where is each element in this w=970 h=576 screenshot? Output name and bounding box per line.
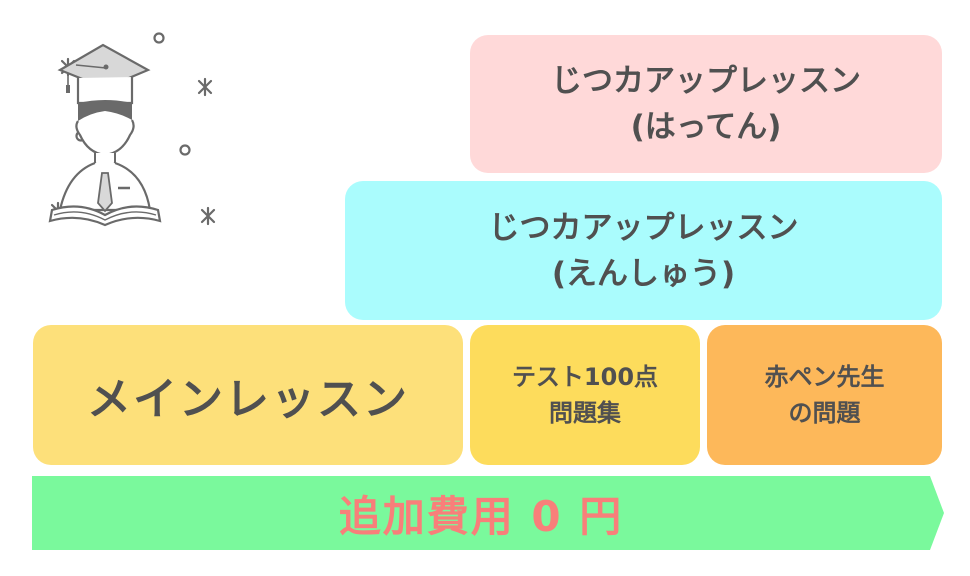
- hatten-title: じつカアップレッスン: [551, 63, 861, 99]
- jitsuryoku-up-lesson-enshu: じつカアップレッスン (えんしゅう): [345, 181, 942, 320]
- main-lesson-label: メインレッスン: [87, 374, 409, 425]
- arrow-banner-shape: [32, 476, 944, 550]
- main-lesson-box: メインレッスン: [33, 325, 463, 465]
- additional-cost-label: 追加費用 0 円: [338, 491, 624, 541]
- hatten-subtitle: (はってん): [630, 109, 782, 145]
- test-workbook-line2: 問題集: [549, 399, 621, 427]
- additional-cost-banner: 追加費用 0 円: [32, 476, 944, 550]
- akapen-line1: 赤ペン先生: [764, 363, 885, 391]
- enshu-subtitle: (えんしゅう): [551, 255, 736, 292]
- test-workbook-line1: テスト100点: [511, 363, 659, 391]
- akapen-line2: の問題: [788, 399, 861, 427]
- graduate-reading-book-icon: [48, 32, 216, 227]
- test-100-workbook-box: テスト100点 問題集: [470, 325, 700, 465]
- akapen-sensei-problems-box: 赤ペン先生 の問題: [707, 325, 942, 465]
- enshu-title: じつカアップレッスン: [488, 209, 799, 246]
- jitsuryoku-up-lesson-hatten: じつカアップレッスン (はってん): [470, 35, 942, 173]
- graduate-illustration: [40, 25, 240, 235]
